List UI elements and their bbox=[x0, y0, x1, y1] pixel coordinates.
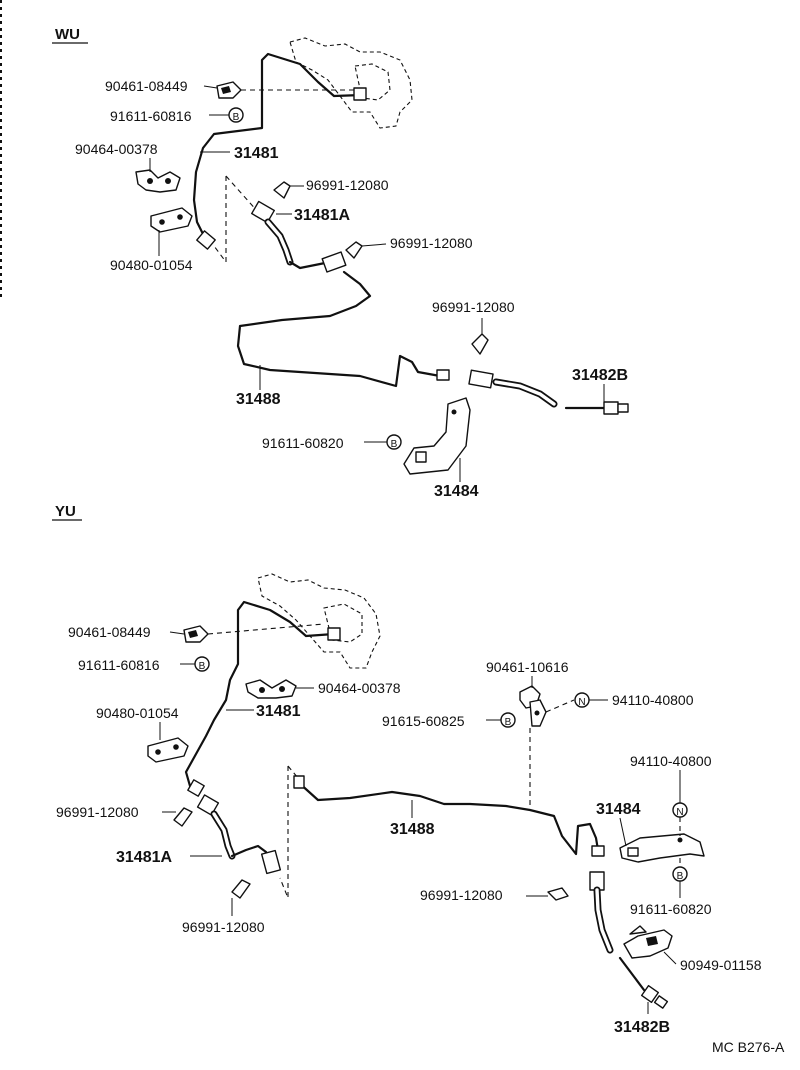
yu-31488-right-nut bbox=[591, 845, 605, 857]
yu-hose-31482B bbox=[589, 871, 669, 1009]
yu-pipe-31488 bbox=[296, 780, 600, 856]
wu-label-96991-12080-c: 96991-12080 bbox=[432, 299, 515, 315]
wu-label-90464-00378: 90464-00378 bbox=[75, 141, 158, 157]
wu-clip-96991-a bbox=[273, 181, 291, 199]
wu-clip-96991-c bbox=[471, 333, 489, 355]
wu-label-96991-12080-b: 96991-12080 bbox=[390, 235, 473, 251]
wu-clamp-90464-00378 bbox=[135, 169, 181, 193]
wu-hose-31481A bbox=[251, 200, 347, 273]
yu-label-91611-60820: 91611-60820 bbox=[630, 901, 712, 917]
master-cylinder-outline bbox=[289, 37, 413, 129]
yu-master-cylinder-outline bbox=[257, 573, 381, 669]
yu-label-90949-01158: 90949-01158 bbox=[680, 957, 762, 973]
wu-label-91611-60820: 91611-60820 bbox=[262, 435, 344, 451]
yu-label-90461-10616: 90461-10616 bbox=[486, 659, 569, 675]
yu-label-31481A: 31481A bbox=[116, 849, 172, 866]
wu-label-31484: 31484 bbox=[434, 483, 479, 500]
wu-label-96991-12080-a: 96991-12080 bbox=[306, 177, 389, 193]
wu-hose-31482B bbox=[468, 369, 629, 415]
yu-label-91611-60816: 91611-60816 bbox=[78, 657, 160, 673]
yu-clamp-90464-00378 bbox=[245, 679, 297, 699]
yu-31481-upper-nut bbox=[327, 627, 341, 641]
wu-label-91611-60816: 91611-60816 bbox=[110, 108, 192, 124]
yu-label-31482B: 31482B bbox=[614, 1019, 670, 1036]
yu-label-96991-12080-a: 96991-12080 bbox=[56, 804, 139, 820]
wu-label-31481A: 31481A bbox=[294, 207, 350, 224]
yu-label-94110-40800-a: 94110-40800 bbox=[612, 692, 694, 708]
yu-label-31488: 31488 bbox=[390, 821, 435, 838]
wu-31481-flare-nut bbox=[196, 230, 216, 250]
svg-text:B: B bbox=[233, 112, 240, 123]
wu-clip-90461-08449 bbox=[216, 81, 242, 99]
yu-pipe-31481 bbox=[184, 600, 336, 794]
yu-clip-96991-a bbox=[173, 807, 193, 827]
yu-bracket-31484 bbox=[619, 833, 705, 863]
section-label-wu: WU bbox=[55, 26, 80, 43]
wu-pipe-31488 bbox=[236, 270, 442, 388]
section-label-yu: YU bbox=[55, 503, 76, 520]
wu-label-31481: 31481 bbox=[234, 145, 279, 162]
yu-grommet-90480-01054 bbox=[147, 737, 189, 763]
wu-31488-nut bbox=[436, 369, 450, 381]
yu-label-90464-00378: 90464-00378 bbox=[318, 680, 401, 696]
svg-text:N: N bbox=[676, 807, 683, 818]
svg-text:B: B bbox=[505, 717, 512, 728]
svg-text:B: B bbox=[199, 661, 206, 672]
wu-grommet-90480-01054 bbox=[150, 207, 193, 233]
wu-label-90480-01054: 90480-01054 bbox=[110, 257, 193, 273]
figure-code: MC B276-A bbox=[712, 1039, 785, 1055]
yu-clip-96991-b bbox=[231, 879, 251, 899]
svg-text:N: N bbox=[578, 697, 585, 708]
svg-text:B: B bbox=[677, 871, 684, 882]
yu-label-31484: 31484 bbox=[596, 801, 641, 818]
yu-label-31481: 31481 bbox=[256, 703, 301, 720]
wu-label-31488: 31488 bbox=[236, 391, 281, 408]
yu-label-91615-60825: 91615-60825 bbox=[382, 713, 465, 729]
yu-clip-90461-10616 bbox=[519, 685, 547, 727]
yu-31481-flare-nut bbox=[187, 779, 205, 797]
wu-label-31482B: 31482B bbox=[572, 367, 628, 384]
yu-label-96991-12080-c: 96991-12080 bbox=[420, 887, 503, 903]
wu-clip-96991-b bbox=[345, 241, 363, 259]
wu-31481-upper-nut bbox=[353, 87, 367, 101]
yu-label-94110-40800-b: 94110-40800 bbox=[630, 753, 712, 769]
svg-text:B: B bbox=[391, 439, 398, 450]
yu-label-96991-12080-b: 96991-12080 bbox=[182, 919, 265, 935]
yu-hose-31481A bbox=[196, 794, 282, 875]
yu-label-90480-01054: 90480-01054 bbox=[96, 705, 179, 721]
wu-label-90461-08449: 90461-08449 bbox=[105, 78, 188, 94]
wu-pipe-31481 bbox=[192, 52, 364, 240]
yu-clip-96991-c bbox=[547, 887, 569, 901]
yu-bracket-90949-01158 bbox=[623, 925, 673, 959]
wu-bracket-31484 bbox=[403, 397, 471, 475]
yu-label-90461-08449: 90461-08449 bbox=[68, 624, 151, 640]
yu-clip-90461-08449 bbox=[183, 625, 209, 643]
yu-31488-left-nut bbox=[293, 775, 305, 789]
